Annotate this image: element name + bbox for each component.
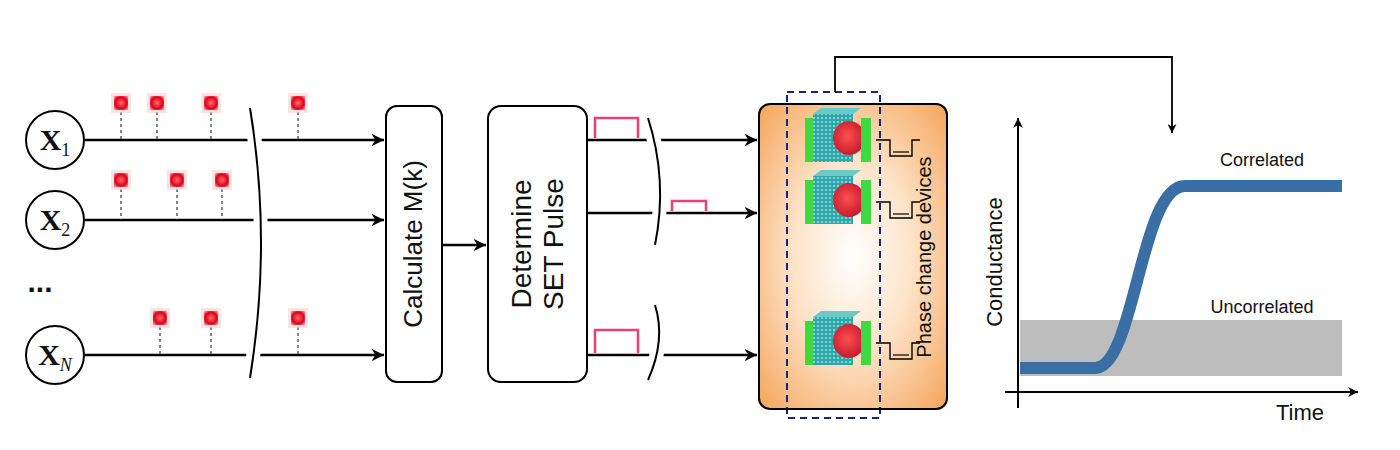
device — [805, 311, 920, 365]
spike-stem — [176, 189, 177, 220]
axis-label: Time — [1276, 402, 1324, 424]
curve-label: Correlated — [1220, 151, 1304, 169]
spike-glow — [167, 170, 187, 190]
connector-arrow — [85, 354, 384, 357]
spike-stem — [120, 112, 121, 140]
variable-name: X — [40, 205, 62, 235]
spike — [291, 96, 305, 110]
band-label: Uncorrelated — [1210, 298, 1313, 316]
connector-arrow — [443, 244, 486, 247]
spike — [114, 173, 128, 187]
box-label: Phase change devices — [912, 112, 935, 402]
axis-label: Conductance — [984, 197, 1006, 327]
spike-stem — [297, 327, 298, 355]
neuron-label: X1 — [40, 125, 71, 155]
spike-glow — [111, 170, 131, 190]
spike — [204, 96, 218, 110]
input-neuron: X2 — [25, 190, 85, 250]
input-neuron: X1 — [25, 110, 85, 170]
spike-glow — [150, 308, 170, 328]
spike — [153, 311, 167, 325]
x-axis — [1005, 391, 1358, 393]
subscript: N — [60, 356, 72, 374]
spike — [291, 311, 305, 325]
spike — [215, 173, 229, 187]
ellipsis: ... — [27, 267, 52, 297]
spike — [150, 96, 164, 110]
spike-glow — [288, 93, 308, 113]
connector-arrow — [85, 139, 384, 142]
spike-stem — [210, 327, 211, 355]
spike-stem — [156, 112, 157, 140]
device — [805, 170, 920, 224]
device-panel: Phase change devices — [758, 103, 948, 410]
conductance-curve — [1020, 186, 1342, 368]
subscript: 2 — [61, 221, 70, 239]
neuron-label: X2 — [40, 205, 71, 235]
bracket — [250, 108, 660, 380]
spike-stem — [210, 112, 211, 140]
spike-stem — [297, 112, 298, 140]
variable-name: X — [40, 125, 62, 155]
spike-glow — [212, 170, 232, 190]
spike-glow — [201, 308, 221, 328]
device — [805, 108, 920, 162]
spike-stem — [221, 189, 222, 220]
process-box: Determine SET Pulse — [487, 105, 588, 383]
connector-arrow — [588, 354, 757, 357]
input-neuron: XN — [25, 325, 85, 385]
y-axis — [1017, 118, 1019, 408]
phase-change-device — [805, 108, 920, 365]
spike-glow — [111, 93, 131, 113]
variable-name: X — [38, 340, 60, 370]
connector-arrow — [85, 219, 384, 222]
selection-box — [787, 92, 880, 418]
subscript: 1 — [61, 141, 70, 159]
spike-train — [111, 93, 308, 355]
spike — [170, 173, 184, 187]
neuron-label: XN — [38, 340, 72, 370]
box-label: Determine SET Pulse — [505, 159, 569, 329]
pointer-arrow — [835, 57, 1172, 133]
box-label: Calculate M(k) — [399, 114, 429, 374]
spike-stem — [120, 189, 121, 220]
set-pulse — [595, 118, 706, 353]
spike-stem — [159, 327, 160, 355]
connector-arrow — [588, 139, 757, 142]
process-box: Calculate M(k) — [385, 105, 443, 383]
spike — [204, 311, 218, 325]
spike-glow — [201, 93, 221, 113]
spike-glow — [288, 308, 308, 328]
spike-glow — [147, 93, 167, 113]
connector-arrow — [588, 212, 757, 215]
spike — [114, 96, 128, 110]
